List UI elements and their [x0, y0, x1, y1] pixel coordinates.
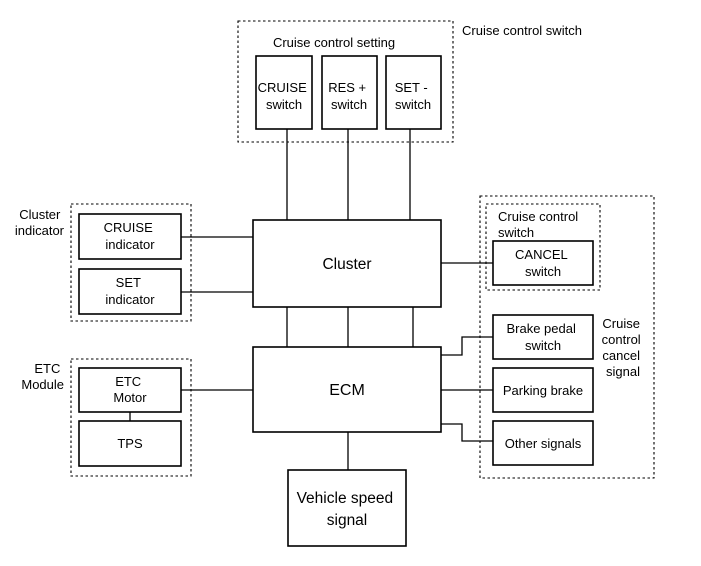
other-signals-box [492, 420, 594, 466]
cluster-box [252, 219, 442, 308]
etc-module-label: ETC Module [21, 361, 64, 392]
cruise-control-setting-group [237, 20, 454, 143]
wire-ecm-other-signals [441, 423, 493, 442]
tps-box [78, 420, 182, 467]
cancel-switch-box [492, 240, 594, 286]
set-indicator-label: SET indicator [105, 275, 155, 307]
etc-module-group [70, 358, 192, 477]
cruise-control-switch-inner-label: Cruise control switch [498, 209, 582, 240]
wire-ecm-brake-pedal [441, 336, 493, 356]
cruise-control-switch-outer-label: Cruise control switch [462, 23, 582, 38]
tps-label: TPS [117, 436, 143, 451]
cancel-switch-label: CANCEL switch [515, 247, 571, 279]
cruise-switch-label: CRUISE switch [258, 80, 311, 112]
res-switch-label: RES + switch [328, 80, 370, 112]
set-indicator-box [78, 268, 182, 315]
cruise-switch-box [255, 55, 313, 130]
ecm-label: ECM [329, 382, 365, 399]
parking-brake-label: Parking brake [503, 383, 583, 398]
cruise-indicator-box [78, 213, 182, 260]
cluster-indicator-label: Cluster indicator [15, 207, 65, 238]
brake-pedal-switch-label: Brake pedal switch [506, 321, 579, 353]
etc-motor-box [78, 367, 182, 413]
set-switch-label: SET - switch [395, 80, 432, 112]
vehicle-speed-signal-label: Vehicle speed signal [297, 490, 398, 529]
cluster-label: Cluster [322, 256, 371, 273]
connection-lines [129, 129, 493, 470]
ecm-box [252, 346, 442, 433]
cluster-indicator-group [70, 203, 192, 322]
brake-pedal-switch-box [492, 314, 594, 360]
cruise-control-setting-label: Cruise control setting [273, 35, 395, 50]
set-switch-box [385, 55, 442, 130]
other-signals-label: Other signals [505, 436, 582, 451]
cruise-indicator-label: CRUISE indicator [104, 220, 157, 252]
cruise-control-switch-inner-group [485, 203, 601, 291]
etc-motor-label: ETC Motor [113, 374, 147, 405]
vehicle-speed-signal-box [287, 469, 407, 547]
parking-brake-box [492, 367, 594, 413]
cruise-control-cancel-signal-label: Cruise control cancel signal [602, 316, 645, 379]
res-switch-box [321, 55, 378, 130]
